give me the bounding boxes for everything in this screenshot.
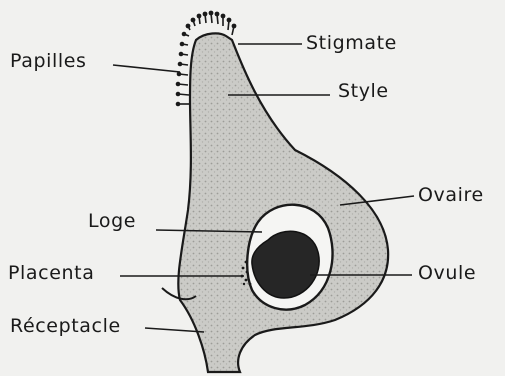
label-loge: Loge [88, 210, 136, 232]
label-stigmate: Stigmate [306, 32, 397, 54]
label-ovule: Ovule [418, 262, 476, 284]
label-style: Style [338, 80, 389, 102]
label-placenta: Placenta [8, 262, 94, 284]
leader-papilles [113, 65, 180, 72]
label-papilles: Papilles [10, 50, 87, 72]
label-receptacle: Réceptacle [10, 315, 121, 337]
label-ovaire: Ovaire [418, 184, 484, 206]
